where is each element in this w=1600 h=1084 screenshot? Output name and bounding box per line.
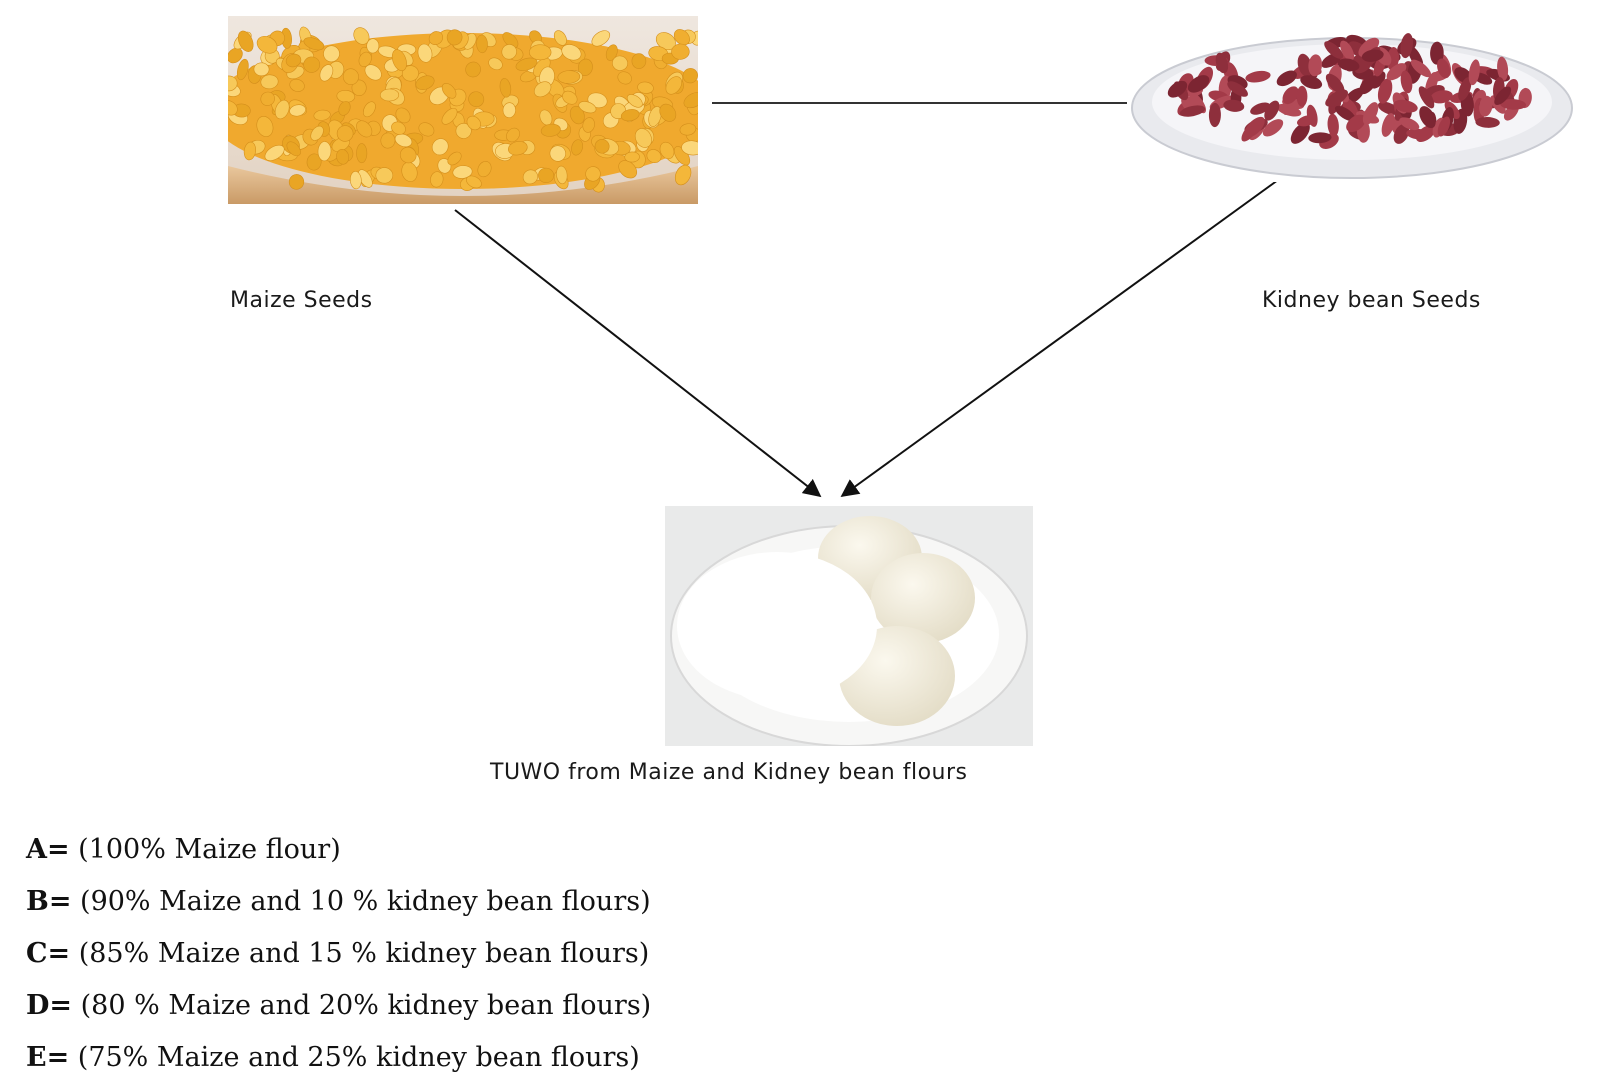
bean-to-tuwo-arrow: [840, 179, 1279, 498]
kidney-bean-seeds-caption: Kidney bean Seeds: [1262, 288, 1481, 313]
tuwo-balls-photo: [665, 506, 1033, 746]
legend-text: (85% Maize and 15 % kidney bean flours): [70, 938, 650, 969]
maize-seeds-caption: Maize Seeds: [230, 288, 373, 313]
legend-text: (75% Maize and 25% kidney bean flours): [69, 1042, 640, 1073]
legend-key: E=: [26, 1042, 70, 1073]
legend-item-c: C= (85% Maize and 15 % kidney bean flour…: [26, 928, 651, 980]
legend-text: (100% Maize flour): [69, 834, 341, 865]
legend-key: C=: [26, 938, 71, 969]
legend-key: A=: [26, 834, 70, 865]
legend-text: (80 % Maize and 20% kidney bean flours): [72, 990, 652, 1021]
tuwo-product-caption: TUWO from Maize and Kidney bean flours: [490, 760, 968, 785]
legend-key: D=: [26, 990, 73, 1021]
legend-item-d: D= (80 % Maize and 20% kidney bean flour…: [26, 980, 651, 1032]
legend-key: B=: [26, 886, 72, 917]
maize-to-tuwo-arrow: [454, 209, 822, 498]
maize-seeds-photo: [228, 16, 698, 204]
legend-text: (90% Maize and 10 % kidney bean flours): [71, 886, 651, 917]
legend-item-b: B= (90% Maize and 10 % kidney bean flour…: [26, 876, 651, 928]
kidney-bean-seeds-photo: [1130, 10, 1575, 182]
legend-item-e: E= (75% Maize and 25% kidney bean flours…: [26, 1032, 651, 1084]
formulation-legend: A= (100% Maize flour) B= (90% Maize and …: [26, 824, 651, 1084]
legend-item-a: A= (100% Maize flour): [26, 824, 651, 876]
